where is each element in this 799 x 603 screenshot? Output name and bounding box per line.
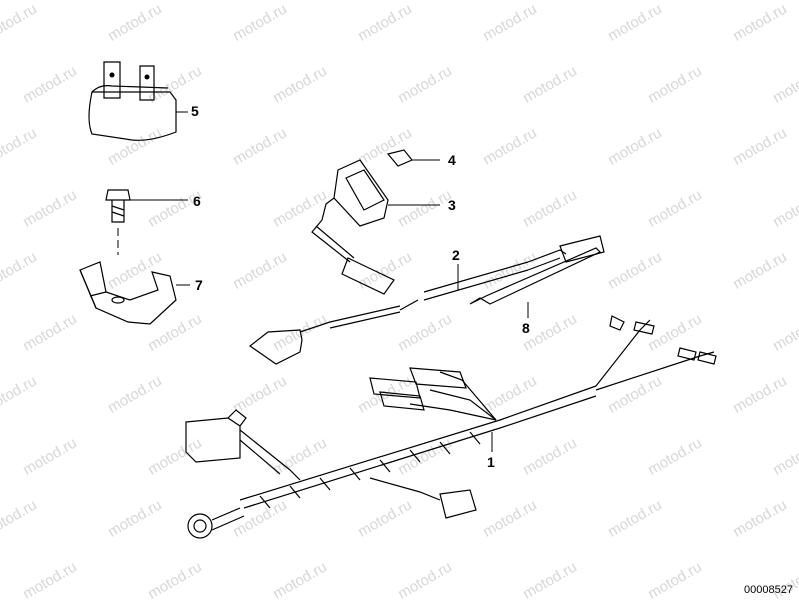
callout-4: 4 (448, 152, 456, 168)
cable-tie-part (469, 247, 602, 318)
callout-1: 1 (487, 454, 495, 470)
callout-6: 6 (193, 193, 201, 209)
relay-part (88, 61, 188, 141)
bracket-part (79, 261, 190, 325)
switch-part (311, 159, 440, 295)
callout-7: 7 (195, 277, 203, 293)
cable-part (248, 235, 605, 365)
callout-8: 8 (522, 320, 530, 336)
bolt-part (105, 189, 188, 255)
callout-3: 3 (448, 197, 456, 213)
callout-2: 2 (452, 247, 460, 263)
diagram-id: 00008527 (744, 584, 793, 596)
clip-part (386, 149, 440, 167)
callout-5: 5 (191, 103, 199, 119)
main-harness-part (185, 315, 717, 539)
